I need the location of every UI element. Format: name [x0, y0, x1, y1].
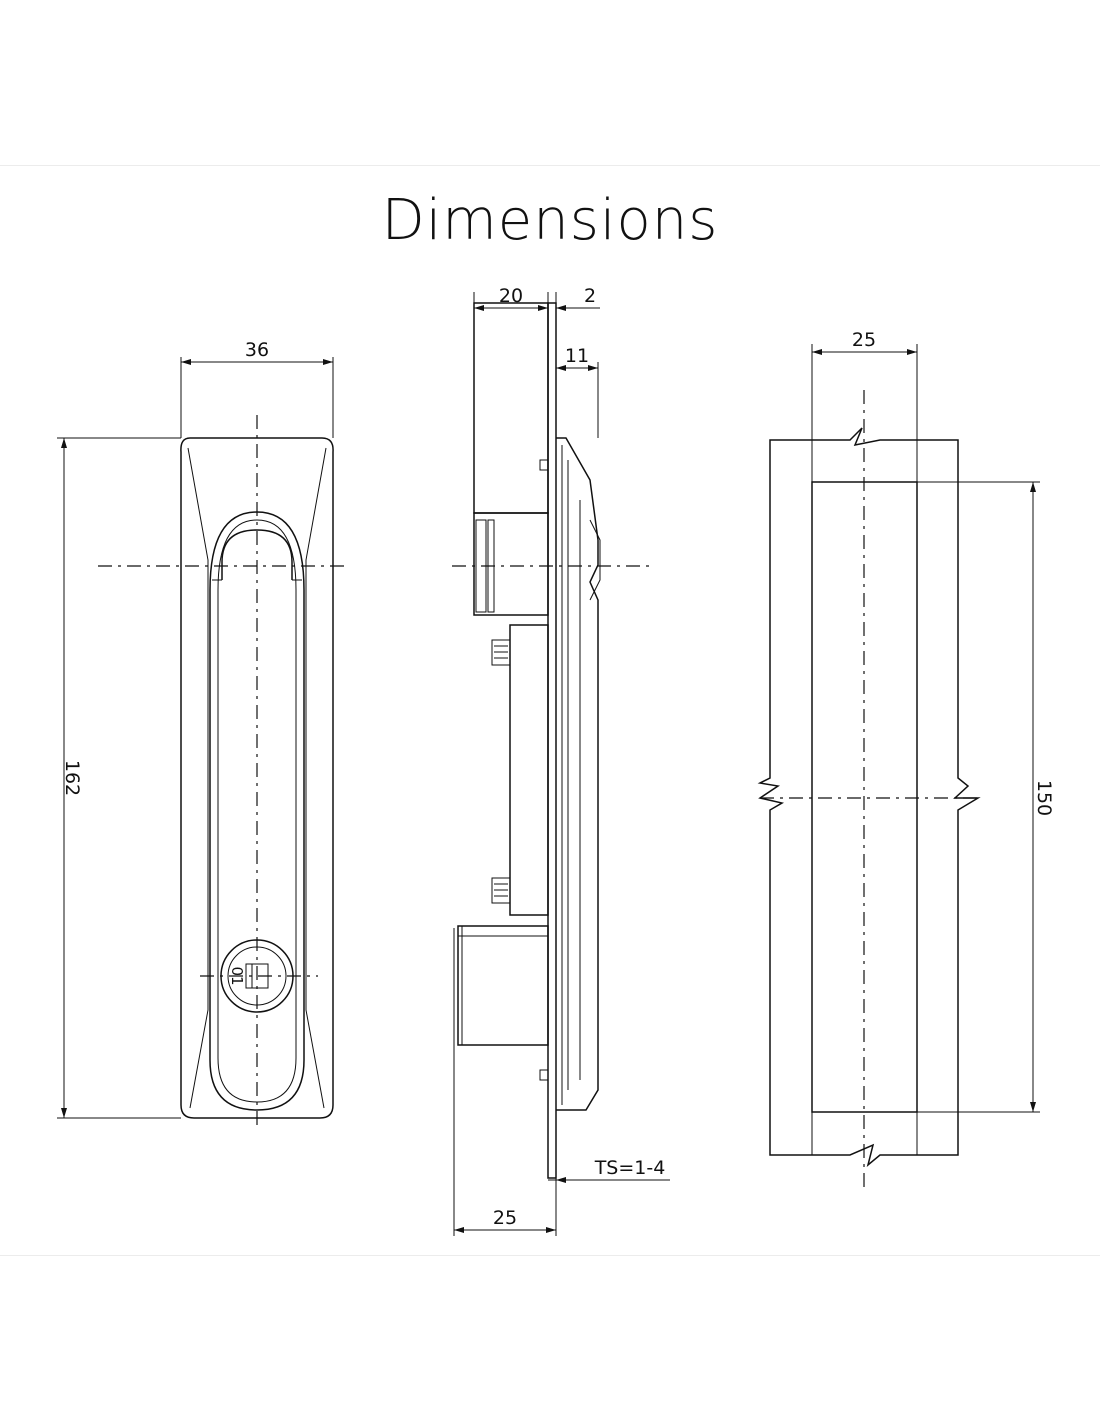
cutout-view: 25 150	[757, 329, 1055, 1190]
top-divider	[0, 165, 1100, 166]
page-title: Dimensions	[381, 188, 719, 253]
bottom-divider	[0, 1255, 1100, 1256]
side-depth-label: 20	[499, 285, 523, 307]
front-height-label: 162	[61, 760, 83, 796]
front-view: 01 36 162	[57, 339, 345, 1130]
side-view: 20 2 11 25 TS=1-4	[452, 285, 670, 1236]
front-width-label: 36	[245, 339, 269, 361]
cutout-width-label: 25	[852, 329, 876, 351]
side-handle-label: 11	[565, 345, 589, 367]
side-body-label: 25	[493, 1207, 517, 1229]
ts-label: TS=1-4	[594, 1157, 666, 1179]
side-plate-label: 2	[584, 285, 596, 307]
cutout-height-label: 150	[1033, 780, 1055, 816]
